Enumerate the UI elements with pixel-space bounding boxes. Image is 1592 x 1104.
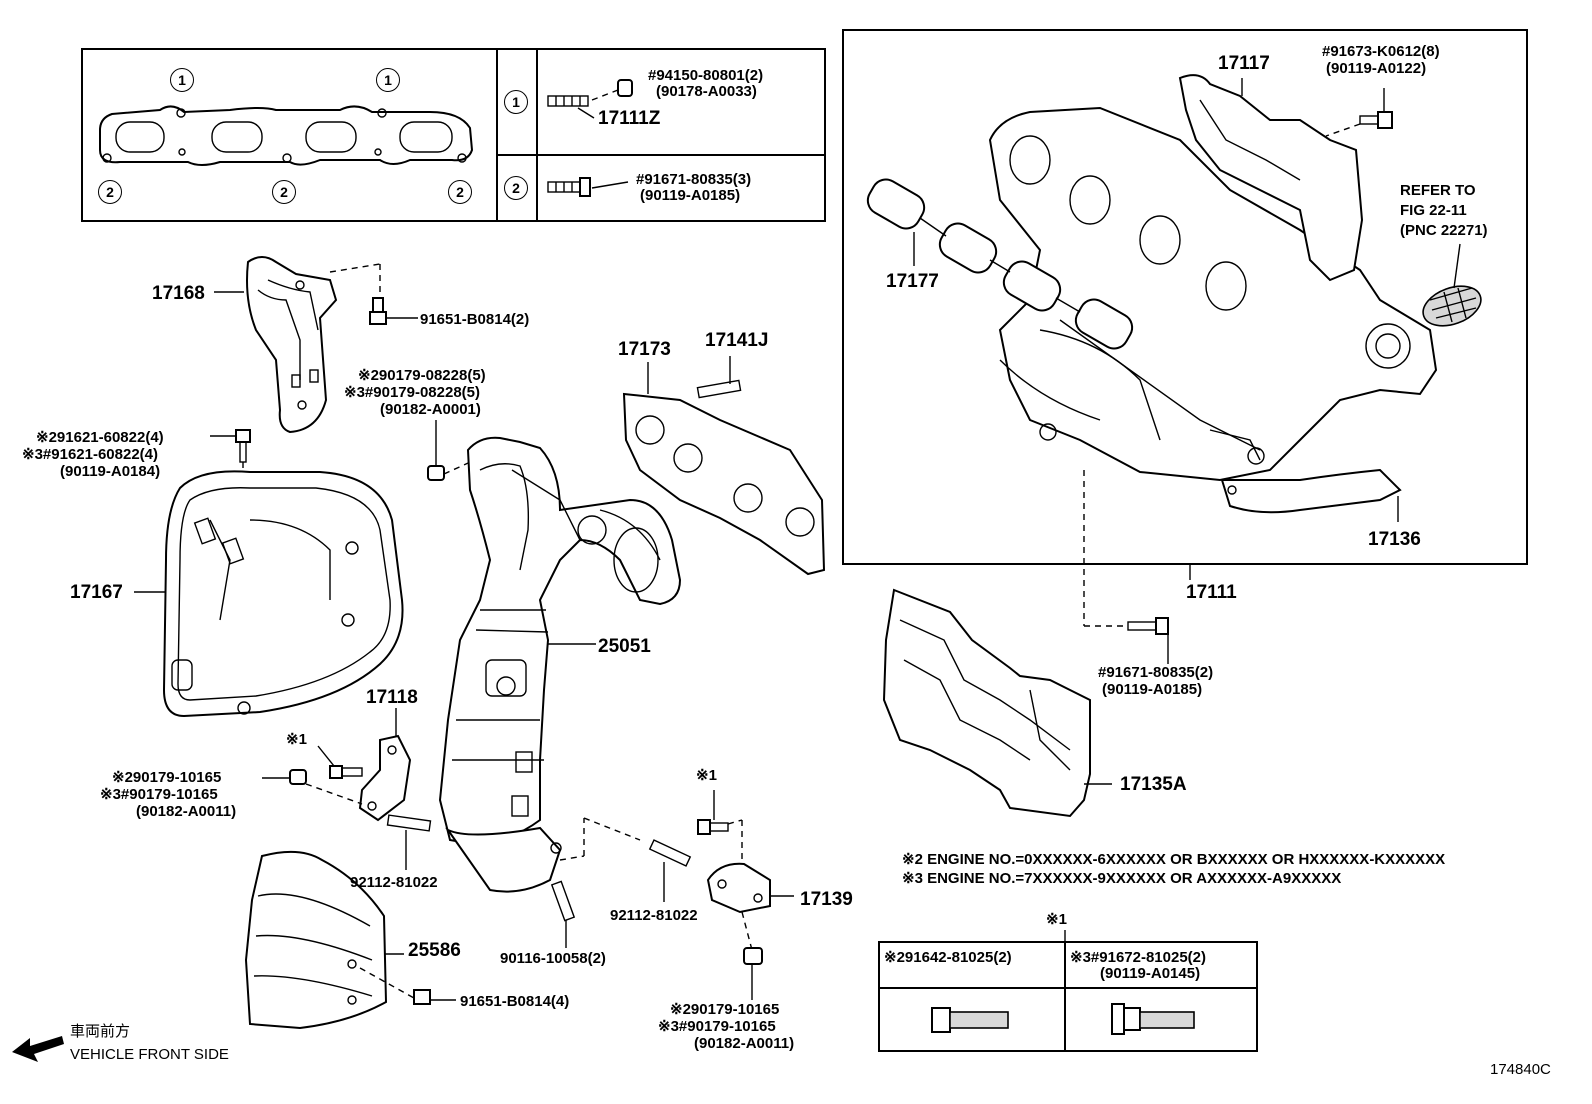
label-17111: 17111	[1186, 582, 1237, 603]
intake-gasket-17177	[866, 178, 1134, 350]
label-90182-A0011-a: (90182-A0011)	[136, 803, 237, 820]
label-17139: 17139	[800, 889, 853, 910]
label-90178: (90178-A0033)	[656, 83, 757, 100]
label-17111Z: 17111Z	[598, 108, 661, 129]
stud-17141J	[696, 356, 742, 399]
label-90119-A0184: (90119-A0184)	[60, 463, 161, 480]
heat-insulator-upper-17168	[214, 256, 338, 434]
label-90179-10165-c: ※290179-10165	[670, 1001, 780, 1018]
manifold-gasket-17173	[622, 362, 826, 576]
label-refer-to: REFER TO	[1400, 182, 1476, 199]
label-fig-22-11: FIG 22-11	[1400, 202, 1467, 219]
label-17173: 17173	[618, 339, 671, 360]
label-90179-10165-a: ※290179-10165	[112, 769, 222, 786]
vehicle-front-en: VEHICLE FRONT SIDE	[70, 1046, 229, 1063]
label-92112-left: 92112-81022	[350, 874, 438, 891]
label-17168: 17168	[152, 283, 205, 304]
figure-code: 174840C	[1490, 1061, 1551, 1078]
vehicle-front-jp: 車両前方	[70, 1023, 131, 1040]
stud-bolt-drawing	[547, 79, 633, 197]
label-17141J: 17141J	[705, 330, 769, 351]
label-90119-A0122: (90119-A0122)	[1326, 60, 1427, 77]
label-91651-lower: 91651-B0814(4)	[460, 993, 570, 1010]
label-17117: 17117	[1218, 53, 1270, 74]
label-91673: #91673-K0612(8)	[1322, 43, 1440, 60]
bolt-91621	[210, 429, 251, 480]
ref-circle-2-middle: 2	[272, 180, 296, 204]
bolt-91671-intake	[1127, 617, 1169, 664]
heat-insulator-17135A	[882, 588, 1112, 818]
ref-circle-1-top-left: 1	[170, 68, 194, 92]
label-note1-a: ※1	[286, 731, 307, 748]
gasket-detail-box	[81, 48, 826, 222]
bracket-17139	[697, 790, 794, 1000]
intake-screen-22271	[1422, 243, 1482, 327]
label-91671-intake: #91671-80835(2)	[1098, 664, 1214, 681]
exhaust-gasket-drawing	[99, 105, 474, 166]
label-94150: #94150-80801(2)	[648, 67, 764, 84]
exhaust-manifold-25051	[438, 436, 682, 893]
bolt-table-col2-code: ※3#91672-81025(2)	[1070, 949, 1207, 966]
ref-circle-2-right: 2	[448, 180, 472, 204]
intake-bracket-17136	[1220, 468, 1402, 522]
label-note1-b: ※1	[696, 767, 717, 784]
label-90179-08228-a: ※290179-08228(5)	[358, 367, 486, 384]
bracket-17118	[262, 708, 432, 870]
bolt-table-col1: ※291642-81025(2)	[884, 949, 1012, 966]
engine-note-3: ※3 ENGINE NO.=7XXXXXX-9XXXXXX OR AXXXXXX…	[902, 870, 1342, 887]
intake-manifold-17111	[988, 106, 1438, 482]
label-91651-upper: 91651-B0814(2)	[420, 311, 530, 328]
label-92112-right: 92112-81022	[610, 907, 698, 924]
label-90179-08228-b: ※3#90179-08228(5)	[344, 384, 481, 401]
engine-note-2: ※2 ENGINE NO.=0XXXXXX-6XXXXXX OR BXXXXXX…	[902, 851, 1446, 868]
label-17177: 17177	[886, 271, 939, 292]
label-17118: 17118	[366, 687, 418, 708]
label-90182-A0001: (90182-A0001)	[380, 401, 481, 418]
bolt-table-note: ※1	[1046, 911, 1067, 928]
ref-circle-1-row: 1	[504, 90, 528, 114]
ref-circle-2-left: 2	[98, 180, 122, 204]
bolt-table	[878, 930, 1258, 1052]
label-pnc-22271: (PNC 22271)	[1400, 222, 1488, 239]
label-91671-box: #91671-80835(3)	[636, 171, 752, 188]
heat-insulator-lower-25586	[244, 850, 456, 1030]
label-90179-10165-b: ※3#90179-10165	[100, 786, 218, 803]
label-25051: 25051	[598, 636, 651, 657]
label-25586: 25586	[408, 940, 461, 961]
label-90182-A0011-b: (90182-A0011)	[694, 1035, 795, 1052]
front-direction-arrow	[12, 1036, 64, 1062]
intake-manifold-box	[842, 29, 1528, 565]
stud-90116	[550, 880, 576, 948]
heat-insulator-main-17167	[134, 470, 404, 718]
ref-circle-1-top-right: 1	[376, 68, 400, 92]
stud-92112-right	[559, 817, 692, 902]
label-17167: 17167	[70, 582, 123, 603]
intake-bracket-17117	[1178, 74, 1364, 282]
label-90179-10165-d: ※3#90179-10165	[658, 1018, 776, 1035]
label-17135A: 17135A	[1120, 774, 1187, 795]
label-90119-A0185-intake: (90119-A0185)	[1102, 681, 1203, 698]
bolt-table-col2-alt: (90119-A0145)	[1100, 965, 1201, 982]
bolt-91651-upper	[329, 263, 418, 325]
bolt-91673	[1325, 88, 1393, 137]
label-91621-a: ※291621-60822(4)	[36, 429, 164, 446]
label-17136: 17136	[1368, 529, 1421, 550]
label-91621-b: ※3#91621-60822(4)	[22, 446, 159, 463]
ref-circle-2-row: 2	[504, 176, 528, 200]
label-90119-box: (90119-A0185)	[640, 187, 741, 204]
label-90116: 90116-10058(2)	[500, 950, 606, 967]
